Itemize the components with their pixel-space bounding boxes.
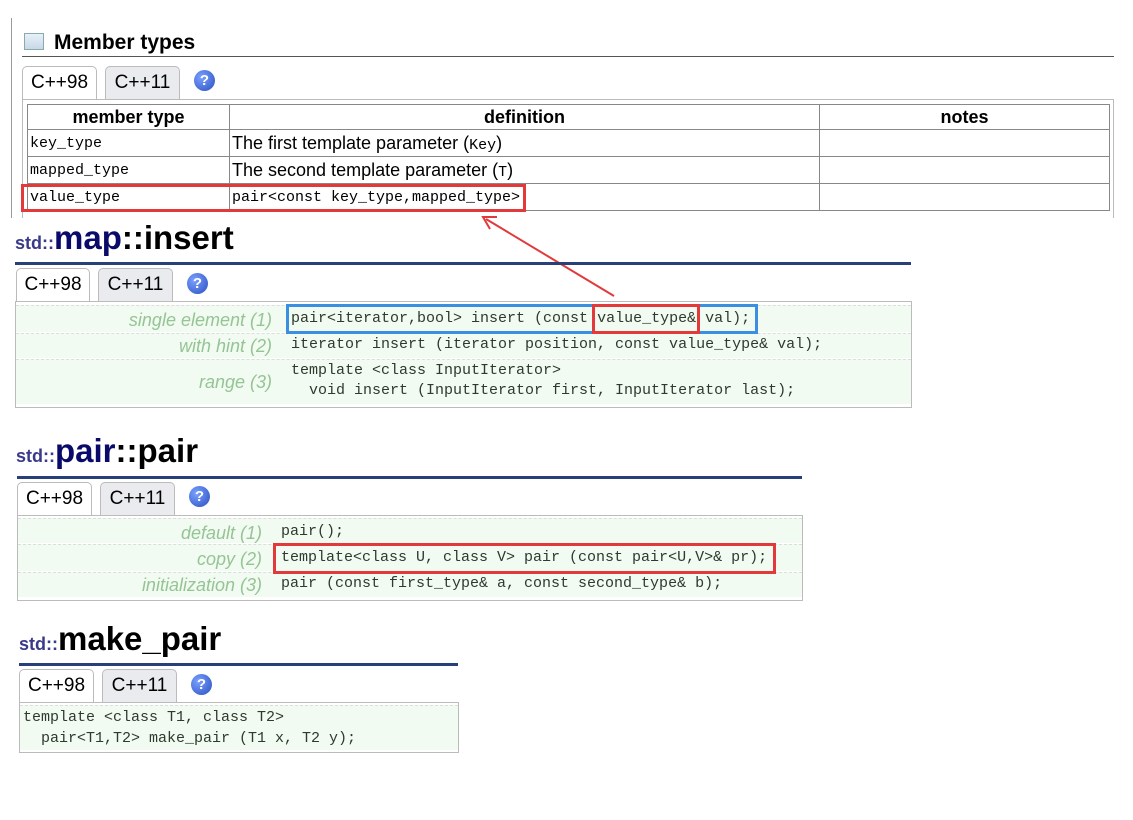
- definition-end: ): [496, 132, 503, 153]
- section-icon: [24, 33, 44, 50]
- signature-code: iterator insert (iterator position, cons…: [291, 336, 823, 353]
- notes-cell: [819, 183, 1110, 211]
- tab-cpp11[interactable]: C++11: [98, 268, 173, 301]
- signature-code: pair();: [281, 523, 345, 540]
- title-underline: [19, 663, 458, 666]
- tab-cpp11[interactable]: C++11: [100, 482, 175, 515]
- function-name: make_pair: [58, 620, 222, 657]
- definition-end: ): [507, 159, 514, 180]
- definition-cell: The first template parameter (Key): [229, 129, 820, 157]
- signature-code: template <class T1, class T2>: [23, 709, 285, 726]
- member-types-title: Member types: [54, 31, 196, 54]
- pair-title: std::pair::pair: [16, 432, 198, 470]
- insert-title: std::map::insert: [15, 219, 234, 257]
- class-name: map: [54, 219, 122, 256]
- help-icon[interactable]: ?: [189, 486, 210, 507]
- definition-code: Key: [469, 136, 497, 154]
- help-icon[interactable]: ?: [194, 70, 215, 91]
- insert-signature-panel: [15, 301, 912, 408]
- tab-cpp98[interactable]: C++98: [16, 268, 90, 301]
- member-types-table: member type definition notes key_type Th…: [27, 104, 1110, 211]
- column-header: definition: [229, 104, 820, 130]
- class-name: pair: [55, 432, 116, 469]
- member-type-cell: value_type: [27, 183, 230, 211]
- help-icon[interactable]: ?: [191, 674, 212, 695]
- signature-label: initialization (3): [141, 575, 262, 595]
- signature-label: copy (2): [196, 549, 262, 569]
- signature-code: pair (const first_type& a, const second_…: [281, 575, 723, 592]
- function-name: ::insert: [121, 219, 234, 256]
- code-part: val);: [696, 310, 751, 327]
- value-type-highlight-box: [21, 184, 526, 212]
- left-border-line: [11, 18, 12, 218]
- definition-cell: The second template parameter (T): [229, 156, 820, 184]
- notes-cell: [819, 156, 1110, 184]
- insert-highlight-box: [286, 304, 758, 334]
- signature-label: with hint (2): [178, 336, 272, 356]
- copy-constructor-highlight-box: [273, 543, 776, 574]
- tab-cpp98[interactable]: C++98: [19, 669, 94, 702]
- notes-cell: [819, 129, 1110, 157]
- signature-row: [18, 518, 802, 543]
- member-type-cell: key_type: [27, 129, 230, 157]
- table-header-row: member type definition notes: [27, 104, 1110, 130]
- signature-code: pair<iterator,bool> insert (const value_…: [291, 310, 750, 327]
- title-underline: [17, 476, 802, 479]
- member-types-header-rule: [22, 30, 1114, 57]
- signature-code: template<class U, class V> pair (const p…: [281, 549, 768, 566]
- title-underline: [15, 262, 911, 265]
- member-type-cell: mapped_type: [27, 156, 230, 184]
- signature-row: [20, 705, 458, 750]
- code-part: value_type&: [597, 310, 697, 327]
- definition-code: T: [498, 163, 508, 181]
- table-row: key_type The first template parameter (K…: [27, 129, 1110, 157]
- std-prefix: std::: [19, 634, 58, 654]
- column-header: member type: [27, 104, 230, 130]
- std-prefix: std::: [16, 446, 55, 466]
- signature-row: [16, 359, 911, 404]
- tab-cpp11[interactable]: C++11: [105, 66, 180, 99]
- column-header: notes: [819, 104, 1110, 130]
- signature-row: [16, 333, 911, 358]
- std-prefix: std::: [15, 233, 54, 253]
- code-part: pair<iterator,bool> insert (const: [291, 310, 598, 327]
- signature-code: template <class InputIterator>: [291, 362, 562, 379]
- make-pair-signature-panel: [19, 702, 459, 753]
- definition-text: The second template parameter (: [232, 159, 499, 180]
- tab-cpp11[interactable]: C++11: [102, 669, 177, 702]
- signature-code: pair<T1,T2> make_pair (T1 x, T2 y);: [23, 730, 357, 747]
- signature-label: default (1): [180, 523, 262, 543]
- table-row: mapped_type The second template paramete…: [27, 156, 1110, 184]
- tab-cpp98[interactable]: C++98: [22, 66, 97, 99]
- signature-label: single element (1): [128, 310, 272, 330]
- tab-cpp98[interactable]: C++98: [17, 482, 92, 515]
- help-icon[interactable]: ?: [187, 273, 208, 294]
- signature-label: range (3): [198, 372, 272, 392]
- value-type-ref-highlight-box: [592, 304, 700, 334]
- definition-text: The first template parameter (: [232, 132, 470, 153]
- pair-signature-panel: [17, 515, 803, 601]
- make-pair-title: std::make_pair: [19, 620, 221, 658]
- signature-code: void insert (InputIterator first, InputI…: [291, 382, 796, 399]
- function-name: ::pair: [115, 432, 199, 469]
